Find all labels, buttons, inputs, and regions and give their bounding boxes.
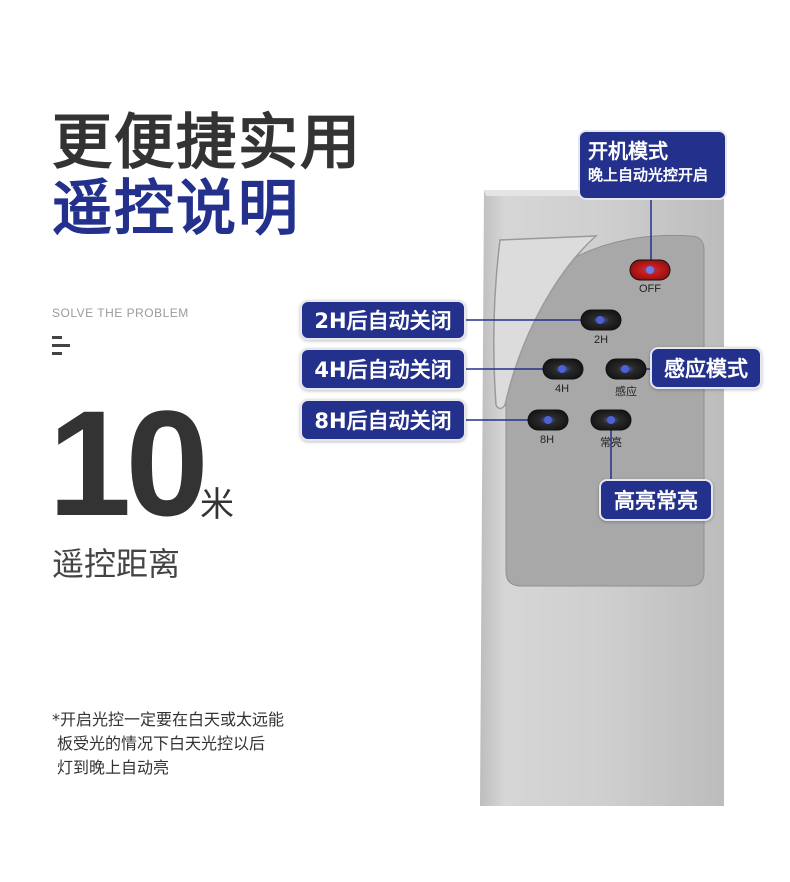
button-2h-label: 2H xyxy=(593,334,609,346)
usage-note-line-2: 板受光的情况下白天光控以后 xyxy=(57,734,266,753)
callout-power-on-title: 开机模式 xyxy=(588,139,668,163)
button-4h-label: 4H xyxy=(554,383,570,395)
callout-power-on-mode: 开机模式 晚上自动光控开启 xyxy=(578,130,727,200)
usage-note: *开启光控一定要在白天或太远能 板受光的情况下白天光控以后 灯到晚上自动亮 xyxy=(52,708,352,780)
button-off[interactable] xyxy=(629,259,671,281)
callout-always-bright: 高亮常亮 xyxy=(599,479,713,521)
button-4h[interactable] xyxy=(542,358,584,380)
button-8h[interactable] xyxy=(527,409,569,431)
remote-swoosh xyxy=(493,235,599,410)
button-sensor-label: 感应 xyxy=(615,386,637,398)
distance-unit: 米 xyxy=(200,485,234,525)
heading-line-1: 更便捷实用 xyxy=(52,108,362,178)
button-off-label: OFF xyxy=(639,283,661,295)
callout-off-4h: 4H后自动关闭 xyxy=(300,348,466,390)
button-sensor[interactable] xyxy=(605,358,647,380)
callout-off-8h: 8H后自动关闭 xyxy=(300,399,466,441)
button-always-on[interactable] xyxy=(590,409,632,431)
button-always-on-label: 常亮 xyxy=(600,437,622,449)
distance-label: 遥控距离 xyxy=(52,545,181,583)
button-8h-label: 8H xyxy=(539,434,555,446)
button-2h[interactable] xyxy=(580,309,622,331)
usage-note-line-3: 灯到晚上自动亮 xyxy=(57,758,170,777)
distance-value: 10 xyxy=(48,379,209,547)
callout-off-2h: 2H后自动关闭 xyxy=(300,300,466,340)
usage-note-line-1: *开启光控一定要在白天或太远能 xyxy=(52,710,285,729)
callout-sensor-mode: 感应模式 xyxy=(650,347,762,389)
callout-power-on-desc: 晚上自动光控开启 xyxy=(588,166,709,184)
subheading: SOLVE THE PROBLEM xyxy=(52,306,189,320)
heading-line-2: 遥控说明 xyxy=(52,174,300,244)
